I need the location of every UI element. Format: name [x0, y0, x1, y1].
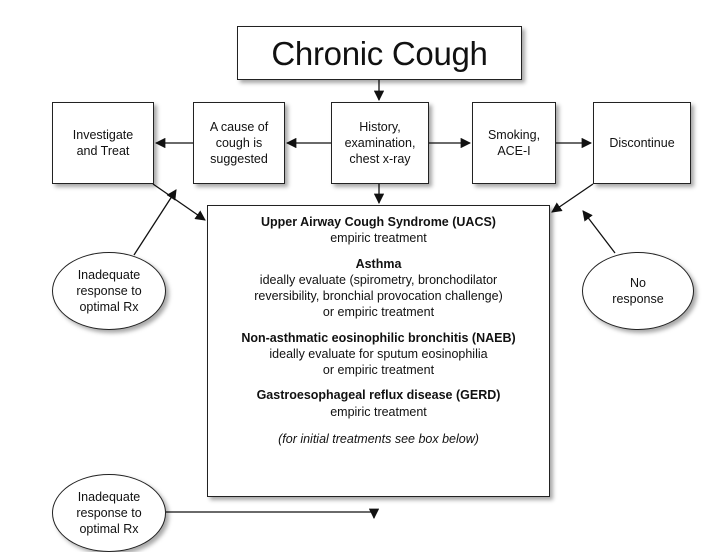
diagram-title: Chronic Cough	[271, 34, 488, 72]
uacs-heading: Upper Airway Cough Syndrome (UACS)	[261, 215, 496, 229]
gerd-heading: Gastroesophageal reflux disease (GERD)	[256, 388, 501, 403]
uacs-body: empiric treatment	[330, 231, 427, 246]
no-response-label: No response	[612, 275, 664, 306]
investigate-and-treat-label: Investigate and Treat	[72, 127, 134, 158]
no-response-oval: No response	[582, 252, 694, 330]
connector-arrows	[133, 80, 616, 520]
cause-suggested-label: A cause of cough is suggested	[209, 119, 269, 167]
asthma-body: ideally evaluate (spirometry, bronchodil…	[254, 272, 503, 320]
title-box: Chronic Cough	[237, 26, 522, 80]
discontinue-label: Discontinue	[609, 135, 675, 150]
history-exam-xray-label: History, examination, chest x-ray	[344, 119, 416, 167]
naeb-section: Non-asthmatic eosinophilic bronchitis (N…	[241, 330, 515, 379]
arrow-inadequate1-to-investigate	[133, 189, 177, 256]
arrow-noresponse-to-discontinue	[582, 210, 616, 254]
initial-treatments-note: (for initial treatments see box below)	[278, 431, 479, 446]
uacs-section: Upper Airway Cough Syndrome (UACS) empir…	[261, 214, 496, 247]
cause-suggested-box: A cause of cough is suggested	[193, 102, 285, 184]
history-exam-xray-box: History, examination, chest x-ray	[331, 102, 429, 184]
arrow-discontinue-to-main	[551, 183, 594, 213]
inadequate-response-label-2: Inadequate response to optimal Rx	[76, 489, 142, 537]
naeb-heading: Non-asthmatic eosinophilic bronchitis (N…	[241, 330, 516, 345]
naeb-body: ideally evaluate for sputum eosinophilia…	[269, 346, 488, 377]
inadequate-response-oval: Inadequate response to optimal Rx	[52, 252, 166, 330]
arrow-investigate-to-main	[152, 183, 206, 221]
empiric-treatment-box: Upper Airway Cough Syndrome (UACS) empir…	[207, 205, 550, 497]
gerd-body: empiric treatment	[330, 404, 427, 419]
asthma-heading: Asthma	[355, 256, 402, 271]
discontinue-box: Discontinue	[593, 102, 691, 184]
gerd-section: Gastroesophageal reflux disease (GERD) e…	[257, 387, 501, 420]
smoking-acei-label: Smoking, ACE-I	[487, 127, 541, 158]
inadequate-response-oval-2: Inadequate response to optimal Rx	[52, 474, 166, 552]
investigate-and-treat-box: Investigate and Treat	[52, 102, 154, 184]
asthma-section: Asthma ideally evaluate (spirometry, bro…	[254, 256, 503, 321]
smoking-acei-box: Smoking, ACE-I	[472, 102, 556, 184]
inadequate-response-label: Inadequate response to optimal Rx	[76, 267, 142, 315]
arrow-inadequate2-to-next	[166, 508, 380, 520]
